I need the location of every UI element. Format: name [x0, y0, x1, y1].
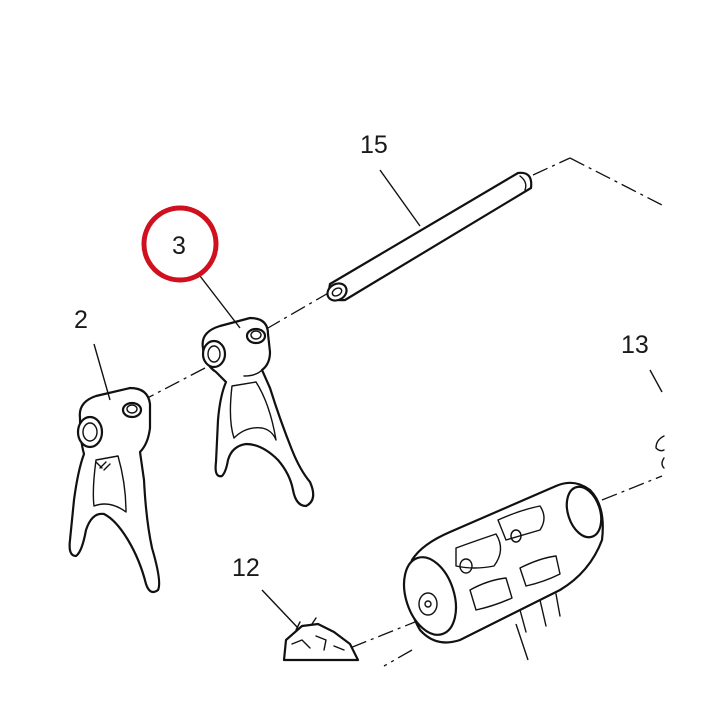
centerline-drum-to-gear: [349, 619, 421, 649]
leader-lines: [93, 169, 663, 629]
shift-drum: [402, 481, 604, 661]
centerline-shaft-end: [532, 157, 571, 176]
centerlines: [131, 157, 663, 667]
centerline-drum-right: [601, 475, 663, 501]
leader-3: [199, 275, 241, 329]
callout-3: 3: [172, 232, 186, 260]
leader-13: [649, 369, 663, 393]
leader-12: [261, 589, 299, 629]
callout-13: 13: [621, 331, 649, 359]
shift-shaft-part-15: [326, 171, 533, 302]
part-13-fragment: [655, 435, 665, 469]
centerline-drum-lower: [383, 649, 413, 667]
part-12-gear: [282, 617, 360, 662]
highlight-circle-callout-3: [141, 205, 219, 283]
leader-2: [93, 343, 111, 401]
centerline-shaft-to-fork3: [267, 291, 331, 329]
leader-15: [379, 169, 421, 227]
centerline-top-right: [569, 157, 663, 206]
shift-fork-part-2: [68, 386, 161, 594]
shift-fork-part-3: [201, 316, 315, 508]
callout-2: 2: [74, 306, 88, 334]
callout-15: 15: [360, 131, 388, 159]
callout-12: 12: [232, 554, 260, 582]
